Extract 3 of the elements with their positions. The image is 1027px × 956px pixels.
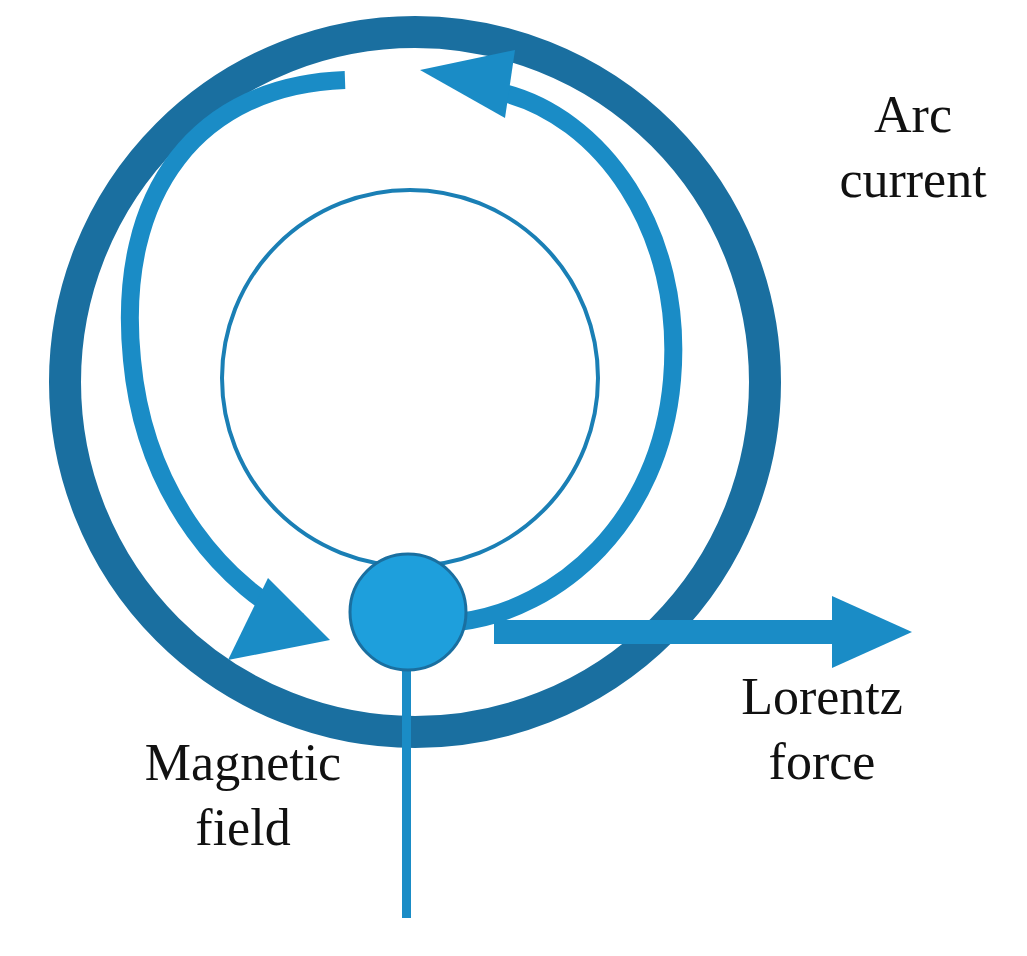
diagram-label: Magnetic field [143,733,343,858]
diagram-label: Arc current [838,85,988,210]
diagram-label: Lorentz force [740,667,904,792]
